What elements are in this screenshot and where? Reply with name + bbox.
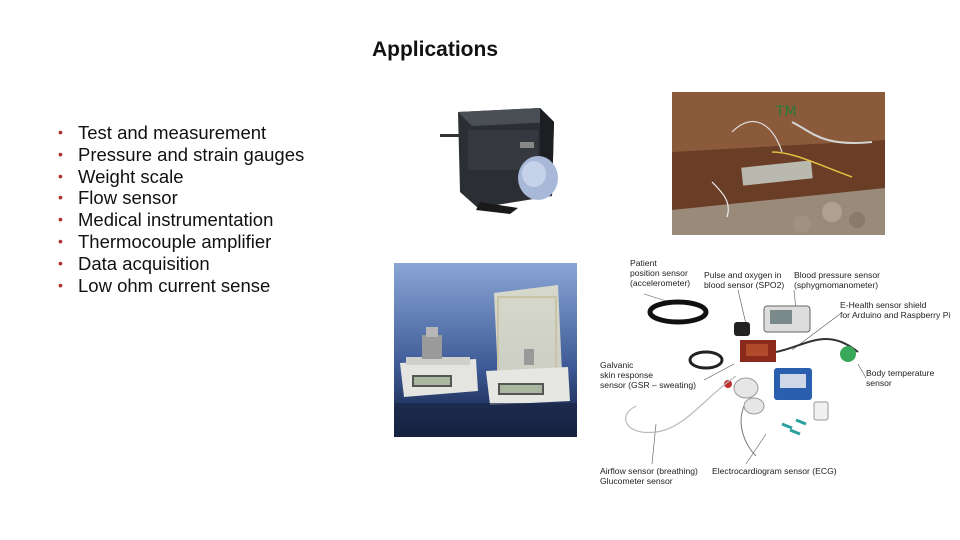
rail-strain-gauge-image: TM (672, 92, 885, 235)
label-gsr: Galvanic skin response sensor (GSR – swe… (600, 360, 696, 390)
bullet-icon: • (58, 124, 63, 140)
bullet-icon: • (58, 167, 63, 184)
applications-list: •Test and measurement •Pressure and stra… (58, 122, 304, 296)
bullet-icon: • (58, 254, 63, 271)
label-ehealth-shield: E-Health sensor shield for Arduino and R… (840, 300, 951, 320)
bullet-icon: • (58, 189, 63, 206)
list-item: •Test and measurement (58, 122, 267, 143)
slide-title: Applications (371, 38, 498, 61)
label-airflow-glucometer: Airflow sensor (breathing) Glucometer se… (600, 466, 698, 486)
label-pulse-oxygen: Pulse and oxygen in blood sensor (SPO2) (704, 270, 785, 290)
weighing-scales-image (394, 263, 577, 437)
bullet-icon: • (58, 211, 63, 228)
list-item: •Data acquisition (58, 252, 210, 274)
list-item: •Flow sensor (58, 187, 178, 209)
label-blood-pressure: Blood pressure sensor (sphygmomanometer) (794, 270, 880, 290)
bullet-icon: • (58, 276, 63, 293)
list-item: •Thermocouple amplifier (58, 230, 272, 252)
list-item: •Pressure and strain gauges (58, 143, 305, 165)
ehealth-sensor-diagram: Patient position sensor (accelerometer) … (596, 256, 956, 492)
list-item: •Low ohm current sense (58, 274, 271, 296)
label-ecg: Electrocardiogram sensor (ECG) (712, 466, 837, 476)
label-patient-position: Patient position sensor (accelerometer) (630, 258, 691, 288)
svg-text:TM: TM (775, 104, 797, 120)
bullet-icon: • (58, 232, 63, 249)
list-item: •Medical instrumentation (58, 209, 274, 231)
list-item: •Weight scale (58, 165, 184, 187)
load-cell-device-image (440, 100, 570, 220)
bullet-icon: • (58, 145, 63, 162)
label-body-temperature: Body temperature sensor (866, 368, 935, 388)
